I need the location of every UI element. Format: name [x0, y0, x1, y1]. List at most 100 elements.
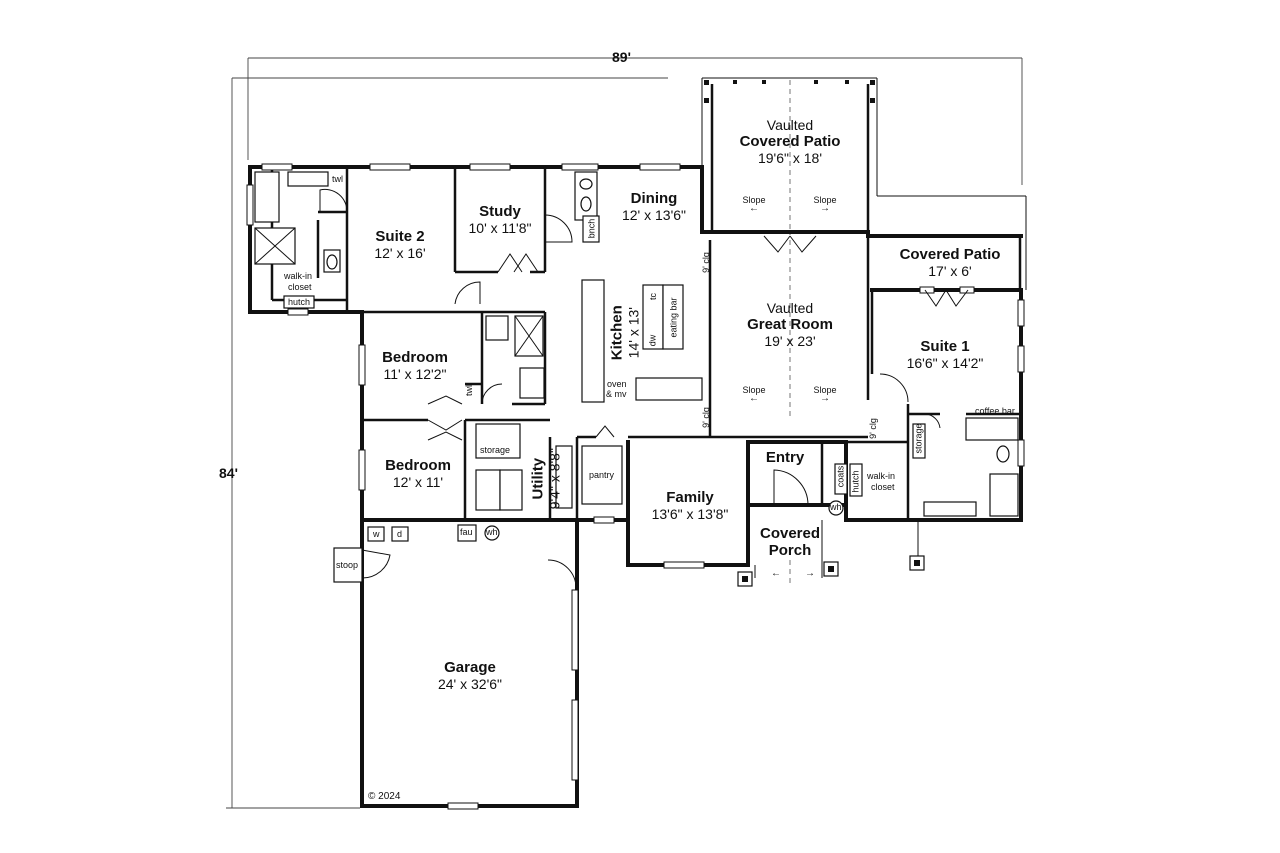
dimension-lines: [226, 57, 1023, 809]
room-name: Study: [479, 203, 521, 220]
hutch-label: hutch: [850, 470, 861, 493]
arrow-left-icon: ←: [749, 203, 759, 214]
room-size: 17' x 6': [928, 263, 972, 280]
room-size: 19' x 23': [764, 333, 816, 350]
pantry-label: pantry: [589, 470, 615, 480]
washer-label: w: [373, 529, 380, 539]
room-size: 11' x 12'2": [383, 366, 447, 383]
walk-in-closet-label: closet: [871, 482, 895, 492]
covered-porch-label: Covered Porch: [750, 525, 830, 560]
room-size: 12' x 11': [392, 474, 444, 491]
room-name: Suite 1: [920, 338, 970, 355]
bench-label: bnch: [586, 218, 597, 239]
room-size: 24' x 32'6": [437, 676, 503, 693]
overall-width-dimension: 89': [612, 49, 631, 65]
dryer-label: d: [397, 529, 403, 539]
windows: [246, 163, 1025, 810]
arrow-left-icon: ←: [749, 393, 759, 404]
ceiling-height-label: 9' clg: [700, 252, 711, 273]
storage-label: storage: [913, 423, 924, 454]
slope-text: Slope: [742, 385, 766, 395]
room-name: Bedroom: [385, 457, 451, 474]
storage-label: storage: [480, 445, 511, 455]
covered-patio-right-label: Covered Patio 17' x 6': [885, 246, 1015, 279]
hutch-label: hutch: [288, 297, 311, 307]
bedroom-1-label: Bedroom 11' x 12'2": [365, 349, 465, 382]
room-prefix: Vaulted: [766, 117, 814, 133]
utility-label: Utility 9'4" x 8'8": [529, 439, 562, 519]
slope-marker: Slope←: [734, 195, 774, 214]
overall-depth-dimension: 84': [219, 465, 238, 481]
room-size: 14' x 13': [625, 307, 642, 359]
slope-marker: Slope→: [805, 385, 845, 404]
room-name: Great Room: [747, 316, 833, 334]
room-name: Covered Patio: [899, 246, 1001, 263]
kitchen-label: Kitchen 14' x 13': [608, 288, 641, 378]
room-name: Entry: [765, 449, 805, 466]
study-label: Study 10' x 11'8": [450, 203, 550, 236]
bedroom-2-label: Bedroom 12' x 11': [370, 457, 466, 490]
eating-bar-label: eating bar: [668, 297, 679, 338]
room-name: Suite 2: [375, 228, 425, 245]
garage-label: Garage 24' x 32'6": [410, 659, 530, 692]
copyright-text: © 2024: [368, 791, 401, 802]
suite-2-label: Suite 2 12' x 16': [350, 228, 450, 261]
room-size: 16'6" x 14'2": [906, 355, 984, 372]
interior-walls: [270, 167, 1021, 520]
room-name: Utility: [529, 457, 547, 500]
coffee-bar-label: coffee bar: [975, 406, 1015, 416]
slope-marker: Slope←: [734, 385, 774, 404]
oven-label: oven: [607, 379, 627, 389]
water-heater-label: wh: [486, 527, 498, 537]
porch-slope-marker: ←: [756, 568, 796, 579]
entry-label: Entry: [755, 449, 815, 466]
room-name: Covered Patio: [739, 133, 841, 151]
water-heater-label: wh: [830, 502, 842, 512]
room-name: Dining: [630, 190, 678, 207]
ceiling-height-label: 9' clg: [700, 407, 711, 428]
walk-in-closet-label: closet: [288, 282, 312, 292]
covered-patio-top-label: Vaulted Covered Patio 19'6" x 18': [730, 117, 850, 166]
great-room-label: Vaulted Great Room 19' x 23': [730, 300, 850, 349]
room-name: Family: [666, 489, 714, 506]
walk-in-closet-label: walk-in: [284, 271, 313, 281]
ceiling-height-label: 9' clg: [867, 418, 878, 439]
room-prefix: Vaulted: [766, 300, 814, 316]
doors: [319, 188, 969, 589]
dining-label: Dining 12' x 13'6": [604, 190, 704, 223]
walk-in-closet-label: walk-in: [867, 471, 896, 481]
fixtures: [254, 171, 1019, 583]
porch-slope-marker: →: [790, 568, 830, 579]
label-line-1: Covered: [759, 525, 821, 542]
room-size: 19'6" x 18': [757, 150, 823, 167]
room-size: 10' x 11'8": [468, 220, 532, 237]
room-size: 12' x 13'6": [621, 207, 687, 224]
stoop-label: stoop: [336, 560, 359, 570]
arrow-right-icon: →: [805, 568, 815, 579]
room-size: 12' x 16': [374, 245, 426, 262]
arrow-left-icon: ←: [771, 568, 781, 579]
slope-marker: Slope→: [805, 195, 845, 214]
arrow-right-icon: →: [820, 203, 830, 214]
covered-patio-top-outline: [701, 77, 878, 420]
suite-1-label: Suite 1 16'6" x 14'2": [890, 338, 1000, 371]
towel-label: twl: [464, 385, 474, 396]
coats-label: coats: [835, 465, 846, 488]
family-label: Family 13'6" x 13'8": [640, 489, 740, 522]
slope-text: Slope: [813, 385, 837, 395]
label-line-2: Porch: [768, 542, 812, 560]
room-name: Kitchen: [608, 305, 626, 361]
dishwasher-label: dw: [647, 334, 658, 347]
room-name: Garage: [444, 659, 496, 676]
oven-label: & mv: [606, 389, 627, 399]
furnace-label: fau: [460, 527, 473, 537]
slope-text: Slope: [813, 195, 837, 205]
room-size: 13'6" x 13'8": [651, 506, 729, 523]
arrow-right-icon: →: [820, 393, 830, 404]
trash-compactor-label: tc: [648, 292, 659, 301]
room-name: Bedroom: [382, 349, 448, 366]
covered-patio-right-outline: [877, 195, 1027, 290]
room-size: 9'4" x 8'8": [546, 448, 563, 510]
slope-text: Slope: [742, 195, 766, 205]
